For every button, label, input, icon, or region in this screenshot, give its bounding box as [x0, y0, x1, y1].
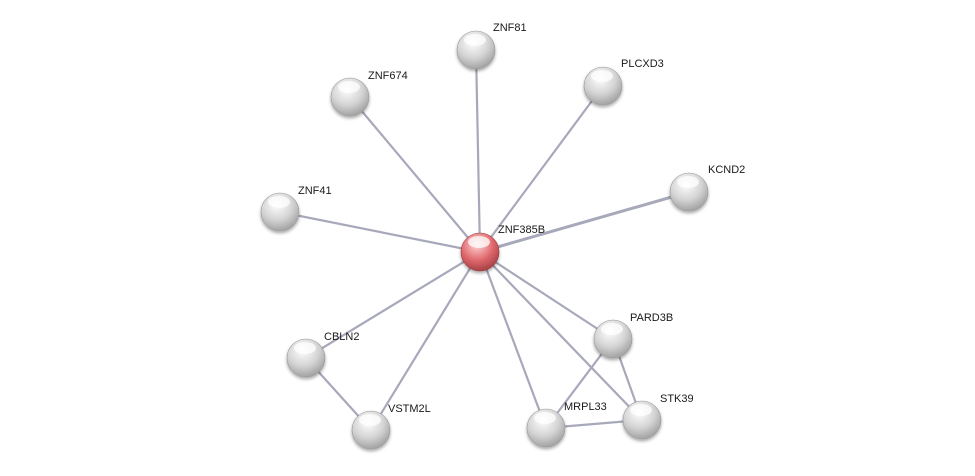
node-highlight — [591, 70, 613, 82]
node-plcxd3[interactable]: PLCXD3 — [583, 58, 664, 106]
node-pard3b[interactable]: PARD3B — [593, 312, 673, 359]
node-znf385b[interactable]: ZNF385B — [460, 224, 545, 272]
edge-znf385b-cbln2 — [304, 250, 482, 360]
node-znf81[interactable]: ZNF81 — [456, 22, 527, 70]
node-label: VSTM2L — [388, 403, 431, 415]
edge-znf385b-plcxd3 — [478, 84, 605, 254]
edge-znf385b-mrpl33 — [478, 250, 548, 430]
node-znf674[interactable]: ZNF674 — [330, 70, 408, 117]
node-highlight — [677, 176, 699, 188]
node-highlight — [630, 404, 652, 416]
node-label: PARD3B — [630, 312, 673, 324]
node-highlight — [534, 412, 556, 424]
node-label: STK39 — [660, 393, 694, 405]
node-highlight — [464, 34, 486, 46]
edge-znf385b-vstm2l — [369, 250, 482, 432]
node-label: MRPL33 — [564, 401, 607, 413]
edge-znf385b-znf81 — [474, 48, 482, 254]
node-label: KCND2 — [708, 164, 745, 176]
node-vstm2l[interactable]: VSTM2L — [351, 403, 431, 450]
node-label: ZNF674 — [368, 70, 408, 82]
node-highlight — [294, 342, 316, 354]
node-mrpl33[interactable]: MRPL33 — [526, 401, 607, 448]
node-label: CBLN2 — [324, 331, 359, 343]
node-label: PLCXD3 — [621, 58, 664, 70]
node-kcnd2[interactable]: KCND2 — [669, 164, 745, 212]
edge-znf385b-znf41 — [278, 210, 482, 254]
node-cbln2[interactable]: CBLN2 — [286, 331, 359, 378]
node-label: ZNF385B — [498, 224, 545, 236]
node-znf41[interactable]: ZNF41 — [260, 185, 332, 232]
node-stk39[interactable]: STK39 — [622, 393, 694, 440]
node-highlight — [268, 196, 290, 208]
node-label: ZNF81 — [493, 22, 527, 34]
node-highlight — [338, 81, 360, 93]
node-highlight — [468, 236, 490, 248]
node-label: ZNF41 — [298, 185, 332, 197]
edge-znf385b-stk39 — [478, 250, 644, 422]
edge-znf385b-znf674 — [348, 95, 482, 254]
node-highlight — [601, 323, 623, 335]
node-highlight — [359, 414, 381, 426]
edge-znf385b-pard3b — [478, 250, 615, 341]
edge-znf385b-kcnd2 — [478, 190, 691, 254]
